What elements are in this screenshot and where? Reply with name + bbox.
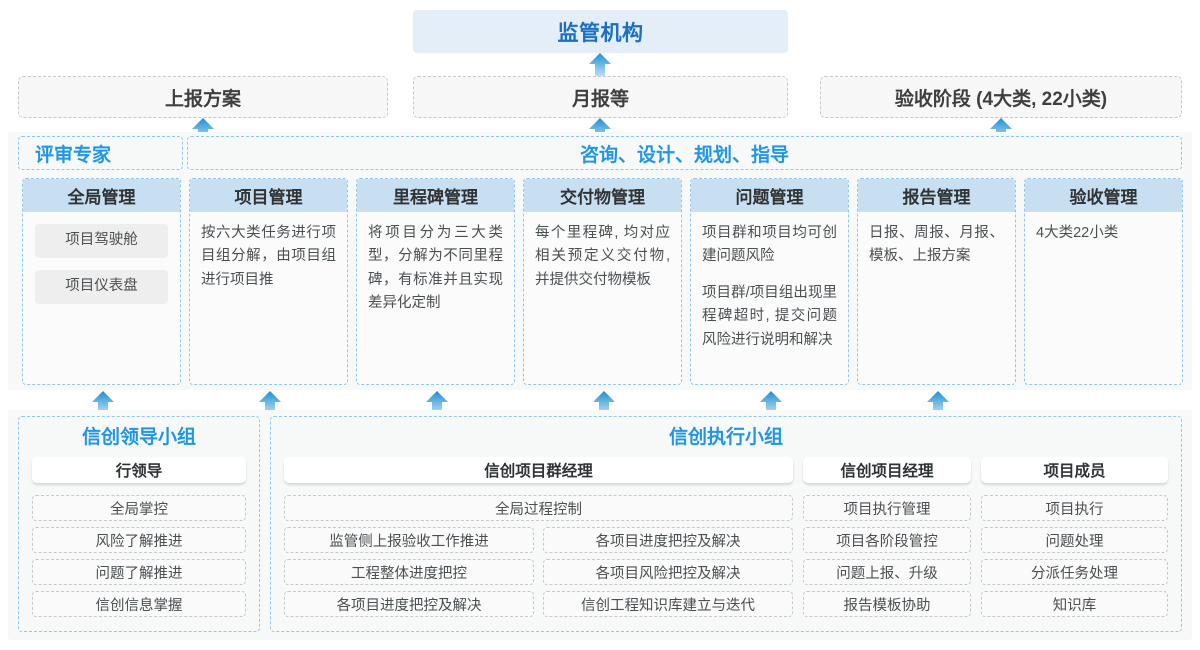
mgmt-column-report[interactable]: 报告管理 日报、周报、月报、模板、上报方案 xyxy=(857,178,1016,385)
mgmt-column-acceptance[interactable]: 验收管理 4大类22小类 xyxy=(1024,178,1183,385)
mgmt-column-title: 里程碑管理 xyxy=(357,179,514,212)
mgmt-paragraph: 日报、周报、月报、模板、上报方案 xyxy=(869,225,1004,265)
arrow-up-icon xyxy=(589,53,611,79)
leader-item-0[interactable]: 全局掌控 xyxy=(32,495,246,521)
cell-label: 信创工程知识库建立与迭代 xyxy=(581,597,755,614)
arrow-up-icon xyxy=(192,118,214,144)
project-manager-item-1[interactable]: 项目各阶段管控 xyxy=(803,527,971,553)
cell-label: 各项目进度把控及解决 xyxy=(595,533,741,550)
cell-label: 报告模板协助 xyxy=(843,597,931,614)
role-header-label: 信创项目经理 xyxy=(840,463,934,480)
mgmt-column-project[interactable]: 项目管理 按六大类任务进行项目组分解，由项目组进行项目推 xyxy=(189,178,348,385)
cell-label: 项目各阶段管控 xyxy=(836,533,938,550)
program-manager-item-left-0[interactable]: 监管侧上报验收工作推进 xyxy=(284,527,534,553)
role-header-project-manager[interactable]: 信创项目经理 xyxy=(803,457,971,483)
project-manager-item-2[interactable]: 问题上报、升级 xyxy=(803,559,971,585)
arrow-up-icon xyxy=(593,391,615,417)
cell-label: 工程整体进度把控 xyxy=(351,565,467,582)
arrow-up-icon xyxy=(259,391,281,417)
role-header-program-manager[interactable]: 信创项目群经理 xyxy=(284,457,793,483)
cell-label: 各项目进度把控及解决 xyxy=(336,597,482,614)
role-header-label: 信创项目群经理 xyxy=(484,463,593,480)
mgmt-pill[interactable]: 项目驾驶舱 xyxy=(35,224,168,258)
band-head-review-experts: 评审专家 xyxy=(18,136,183,170)
mgmt-paragraph: 将项目分为三大类型，分解为不同里程碑，有标准并且实现差异化定制 xyxy=(368,225,503,312)
cell-label: 全局掌控 xyxy=(110,501,168,518)
role-header-label: 项目成员 xyxy=(1043,463,1106,480)
regulator-label: 监管机构 xyxy=(557,21,644,45)
cell-label: 知识库 xyxy=(1052,597,1097,614)
program-manager-item-full-0[interactable]: 全局过程控制 xyxy=(284,495,793,521)
cell-label: 问题了解推进 xyxy=(95,565,183,582)
program-manager-item-right-1[interactable]: 各项目风险把控及解决 xyxy=(543,559,793,585)
project-member-item-3[interactable]: 知识库 xyxy=(981,591,1168,617)
program-manager-item-left-1[interactable]: 工程整体进度把控 xyxy=(284,559,534,585)
project-member-item-0[interactable]: 项目执行 xyxy=(981,495,1168,521)
mgmt-column-issue[interactable]: 问题管理 项目群和项目均可创建问题风险 项目群/项目组出现里程碑超时, 提交问题… xyxy=(690,178,849,385)
cell-label: 问题上报、升级 xyxy=(836,565,938,582)
input-chip-monthly-report[interactable]: 月报等 xyxy=(413,76,788,118)
program-manager-item-left-2[interactable]: 各项目进度把控及解决 xyxy=(284,591,534,617)
panel-title: 信创领导小组 xyxy=(81,427,196,448)
role-header-project-member[interactable]: 项目成员 xyxy=(981,457,1168,483)
mgmt-column-title: 报告管理 xyxy=(858,179,1015,212)
input-chip-report-plan[interactable]: 上报方案 xyxy=(18,76,388,118)
mgmt-pill[interactable]: 项目仪表盘 xyxy=(35,270,168,304)
mgmt-paragraph: 项目群/项目组出现里程碑超时, 提交问题风险进行说明和解决 xyxy=(702,284,837,348)
mgmt-column-global[interactable]: 全局管理 项目驾驶舱 项目仪表盘 xyxy=(22,178,181,385)
cell-label: 信创信息掌握 xyxy=(95,597,183,614)
mgmt-column-title: 验收管理 xyxy=(1025,179,1182,212)
cell-label: 监管侧上报验收工作推进 xyxy=(329,533,489,550)
regulator-chip: 监管机构 xyxy=(413,10,788,53)
arrow-up-icon xyxy=(927,391,949,417)
role-header-bank-leader[interactable]: 行领导 xyxy=(32,457,246,483)
project-member-item-2[interactable]: 分派任务处理 xyxy=(981,559,1168,585)
mgmt-column-title: 交付物管理 xyxy=(524,179,681,212)
leader-item-1[interactable]: 风险了解推进 xyxy=(32,527,246,553)
mgmt-column-title: 项目管理 xyxy=(190,179,347,212)
cell-label: 项目执行管理 xyxy=(843,501,931,518)
arrow-up-icon xyxy=(589,118,611,144)
cell-label: 全局过程控制 xyxy=(495,501,582,518)
input-chip-label: 月报等 xyxy=(571,88,629,110)
mgmt-paragraph: 项目群和项目均可创建问题风险 xyxy=(702,225,837,265)
arrow-up-icon xyxy=(426,391,448,417)
band-head-label: 评审专家 xyxy=(35,144,112,166)
program-manager-item-right-2[interactable]: 信创工程知识库建立与迭代 xyxy=(543,591,793,617)
mgmt-paragraph: 4大类22小类 xyxy=(1036,225,1119,241)
project-member-item-1[interactable]: 问题处理 xyxy=(981,527,1168,553)
input-chip-label: 上报方案 xyxy=(164,88,241,110)
input-chip-label: 验收阶段 (4大类, 22小类) xyxy=(894,88,1108,110)
project-manager-item-3[interactable]: 报告模板协助 xyxy=(803,591,971,617)
mgmt-paragraph: 每个里程碑, 均对应相关预定义交付物, 并提供交付物模板 xyxy=(535,225,670,288)
arrow-up-icon xyxy=(760,391,782,417)
panel-title: 信创执行小组 xyxy=(668,427,783,448)
band-head-consulting: 咨询、设计、规划、指导 xyxy=(187,136,1182,170)
mgmt-column-milestone[interactable]: 里程碑管理 将项目分为三大类型，分解为不同里程碑，有标准并且实现差异化定制 xyxy=(356,178,515,385)
mgmt-paragraph: 按六大类任务进行项目组分解，由项目组进行项目推 xyxy=(201,225,336,288)
mgmt-column-title: 问题管理 xyxy=(691,179,848,212)
program-manager-item-right-0[interactable]: 各项目进度把控及解决 xyxy=(543,527,793,553)
leader-item-2[interactable]: 问题了解推进 xyxy=(32,559,246,585)
arrow-up-icon xyxy=(990,118,1012,144)
cell-label: 分派任务处理 xyxy=(1031,565,1118,582)
band-head-label: 咨询、设计、规划、指导 xyxy=(579,144,789,166)
input-chip-acceptance-stage[interactable]: 验收阶段 (4大类, 22小类) xyxy=(820,76,1182,118)
mgmt-column-title: 全局管理 xyxy=(23,179,180,212)
role-header-label: 行领导 xyxy=(115,463,163,480)
leader-item-3[interactable]: 信创信息掌握 xyxy=(32,591,246,617)
cell-label: 风险了解推进 xyxy=(95,533,183,550)
cell-label: 项目执行 xyxy=(1045,501,1104,518)
cell-label: 问题处理 xyxy=(1045,533,1104,550)
cell-label: 各项目风险把控及解决 xyxy=(595,565,741,582)
arrow-up-icon xyxy=(92,391,114,417)
project-manager-item-0[interactable]: 项目执行管理 xyxy=(803,495,971,521)
mgmt-column-deliverable[interactable]: 交付物管理 每个里程碑, 均对应相关预定义交付物, 并提供交付物模板 xyxy=(523,178,682,385)
